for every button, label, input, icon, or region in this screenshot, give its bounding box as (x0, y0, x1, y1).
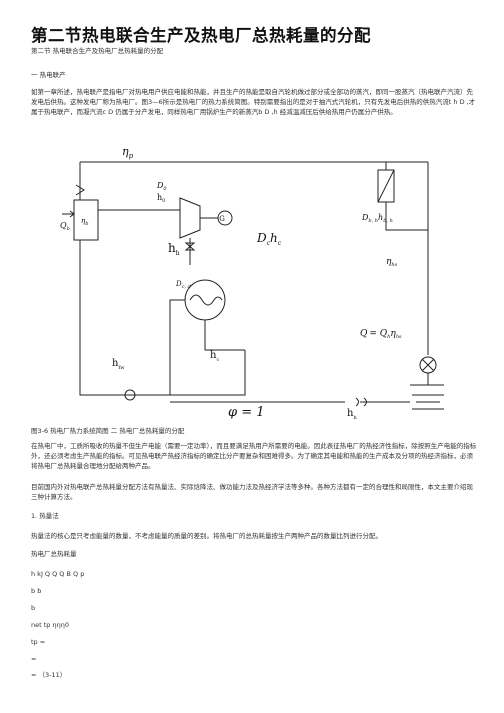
svg-text:hc: hc (210, 350, 219, 363)
generator-label: G (219, 215, 225, 223)
formula-line: = (31, 655, 37, 663)
svg-text:hfw: hfw (112, 358, 125, 371)
svg-text:Dchc: Dchc (256, 231, 282, 247)
svg-text:D0: D0 (156, 181, 167, 192)
generator (217, 210, 233, 226)
left-return-line (79, 162, 170, 396)
eta-b-label: η (81, 217, 86, 225)
boiler (73, 199, 99, 241)
return-tank (412, 394, 444, 410)
svg-text:hh: hh (347, 408, 357, 420)
paragraph-3: 目前国内外对热电联产总热耗量分配方法有热量法、实际焓降法、做功能力法及热经济学法… (31, 483, 473, 502)
eta-p-label: η (122, 145, 129, 158)
formula-line: h kJ Q Q Q B Q p (31, 570, 85, 578)
d0-label: D (156, 181, 164, 190)
page-title: 第二节热电联合生产及热电厂总热耗量的分配 (31, 26, 371, 45)
intro-paragraph: 如第一章所述，热电联产是指电厂对热电用户供应电能和热能，并且生产的热能是取自汽轮… (31, 88, 476, 117)
subtitle: 第二节 热电联合生产及热电厂总热耗量的分配 (31, 47, 164, 55)
eta-hs-label: η (386, 257, 392, 267)
svg-text:h0: h0 (157, 193, 165, 204)
condenser (184, 279, 226, 321)
return-line-break (355, 397, 367, 407)
formula-line: = （3-11） (31, 671, 67, 679)
paragraph-2: 在热电厂中，工质所吸收的热量不但生产电能（需要一定功率），而且要满足热用户所需要… (31, 442, 477, 471)
dbh-hbh-label: D (361, 213, 369, 222)
hfw-label: h (112, 358, 119, 369)
svg-text:Qb: Qb (60, 221, 70, 232)
formula-line: tp = (31, 638, 46, 646)
method-paragraph: 热量法的核心是只考虑能量的数量，不考虑能量的质量的差别。将热电厂的总热耗量按生产… (31, 532, 382, 540)
svg-text:Dc, d: Dc, d (175, 280, 191, 290)
dcd-label: D (175, 280, 182, 288)
qb-label: Q (60, 221, 67, 230)
extraction-valve (184, 242, 196, 251)
feed-pump (124, 389, 136, 401)
q-equation-label: Q (360, 329, 368, 339)
figure-caption: 图3-6 热电厂热力系统简图 二 热电厂总热耗量的分配 (31, 427, 185, 435)
dc-hc-label: D (256, 231, 267, 245)
turbine (179, 197, 201, 239)
h-prime-h-label: h (347, 408, 354, 419)
thermal-system-diagram: ηp D0 h0 G Dchc Qb ηb hh Db, hhb, h ηhs … (60, 145, 444, 420)
formula-line: b b (31, 587, 42, 595)
formula-line: b (31, 604, 36, 612)
svg-text:ηb: ηb (81, 217, 88, 227)
h0-label: h (157, 193, 162, 202)
formula-label: 热电厂总热耗量 (31, 550, 77, 558)
phi-equation: φ = 1 (228, 405, 265, 420)
hh-label: h (168, 241, 176, 255)
formula-line: net tp ηηη0 (31, 621, 69, 629)
expansion-joint (75, 184, 85, 196)
section-heading: 一 热电联产 (31, 71, 66, 79)
svg-text:Q= Qhηhs: Q= Qhηhs (360, 329, 402, 340)
svg-text:hh: hh (168, 241, 180, 257)
svg-text:ηp: ηp (122, 145, 134, 160)
method-heading: 1. 热量法 (31, 512, 59, 520)
hc-prime-label: h (210, 350, 217, 361)
svg-text:Db, hhb, h: Db, hhb, h (361, 213, 393, 224)
svg-text:ηhs: ηhs (386, 257, 398, 268)
